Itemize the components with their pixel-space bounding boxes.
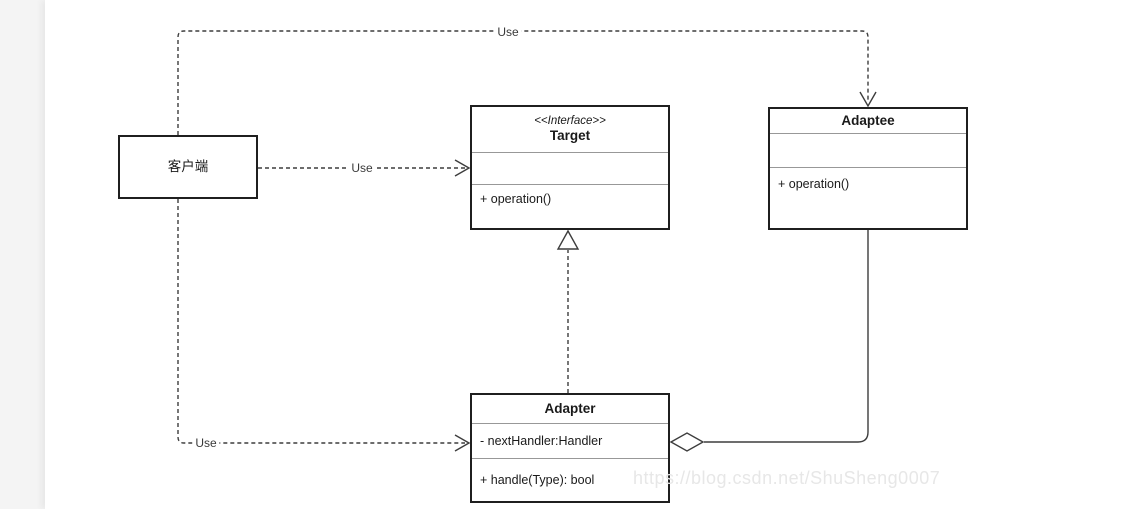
class-name-adaptee: Adaptee <box>841 112 895 128</box>
class-title: Adapter <box>472 395 668 423</box>
attributes-compartment <box>770 133 966 167</box>
edge-label-use-middle: Use <box>348 161 376 175</box>
operations-compartment: + operation() <box>472 184 668 228</box>
operation-item: + handle(Type): bool <box>480 473 595 487</box>
csdn-watermark: https://blog.csdn.net/ShuSheng0007 <box>633 468 941 488</box>
attributes-compartment <box>472 152 668 184</box>
dependency-client-adapter <box>177 199 471 452</box>
realization-adapter-target <box>556 229 580 393</box>
class-title: <<Interface>> Target <box>472 107 668 152</box>
open-arrowhead-icon <box>454 159 471 177</box>
class-title: 客户端 <box>168 137 209 197</box>
stereotype-label: <<Interface>> <box>534 114 606 127</box>
class-box-target: <<Interface>> Target + operation() <box>470 105 670 230</box>
class-name-client: 客户端 <box>167 158 209 174</box>
operation-item: + operation() <box>778 177 850 191</box>
hollow-triangle-icon <box>556 229 580 250</box>
edge-label-use-top: Use <box>494 25 522 39</box>
open-arrowhead-icon <box>859 91 877 108</box>
class-name-target: Target <box>549 128 591 144</box>
edge-label-use-bottom: Use <box>192 436 220 450</box>
class-title: Adaptee <box>770 109 966 133</box>
attributes-compartment: - nextHandler:Handler <box>472 423 668 458</box>
operations-compartment: + handle(Type): bool <box>472 458 668 501</box>
class-box-adapter: Adapter - nextHandler:Handler + handle(T… <box>470 393 670 503</box>
class-name-adapter: Adapter <box>544 400 596 416</box>
class-box-adaptee: Adaptee + operation() <box>768 107 968 230</box>
class-box-client: 客户端 <box>118 135 258 199</box>
attribute-item: - nextHandler:Handler <box>480 434 603 448</box>
hollow-diamond-icon <box>669 432 705 452</box>
diagram-canvas: 客户端 <<Interface>> Target + operation() A… <box>45 0 1127 509</box>
operations-compartment: + operation() <box>770 167 966 228</box>
aggregation-adapter-adaptee <box>669 230 869 452</box>
operation-item: + operation() <box>480 192 552 206</box>
open-arrowhead-icon <box>454 434 471 452</box>
